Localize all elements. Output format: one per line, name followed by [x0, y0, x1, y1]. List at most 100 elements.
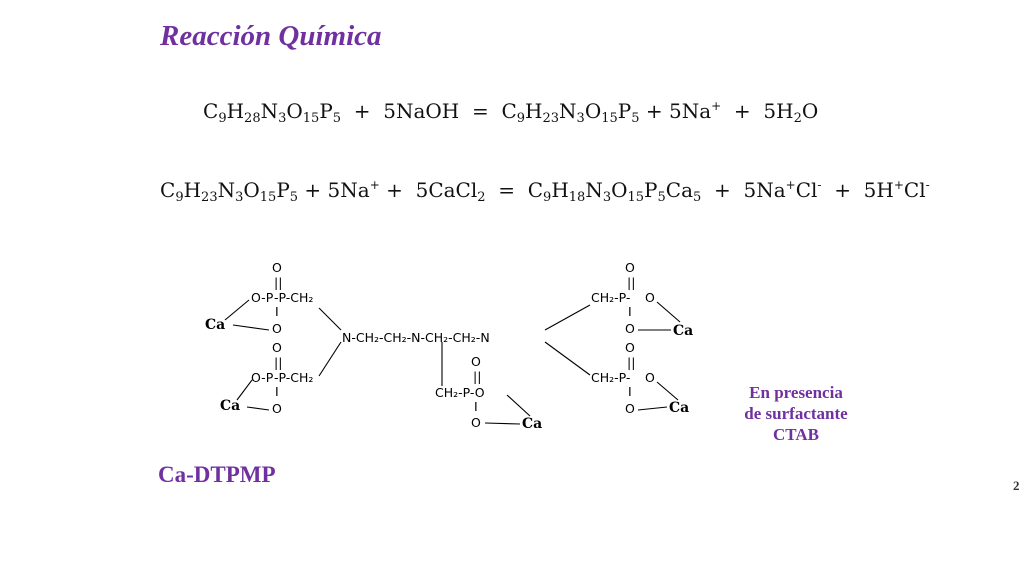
atom-o: O [625, 340, 635, 355]
formula-token: H [551, 178, 569, 202]
bond-line [544, 304, 591, 331]
formula-token: P [617, 99, 632, 123]
formula-token: 3 [278, 111, 287, 126]
formula-token: 5 [332, 111, 342, 126]
formula-token: O [801, 99, 819, 123]
atom-o-p: O-P [251, 290, 274, 305]
single-bond: I [275, 304, 279, 319]
formula-token: P [319, 99, 333, 123]
group-p-ch2: -P-CH₂ [274, 370, 313, 385]
atom-o: O [625, 401, 635, 416]
formula-token: H [183, 178, 202, 202]
atom-o: O [272, 260, 282, 275]
group-ch2-p: CH₂-P- [591, 290, 630, 305]
formula-token: 23 [542, 111, 560, 126]
slide-title: Reacción Química [160, 20, 382, 52]
single-bond: I [628, 384, 632, 399]
formula-token: 15 [601, 111, 618, 126]
formula-token: 3 [576, 111, 585, 126]
formula-token: + [785, 178, 796, 192]
atom-o: O [645, 370, 655, 385]
atom-o: O [471, 354, 481, 369]
formula-token: 28 [244, 111, 261, 126]
formula-token: + 5Na [639, 99, 712, 123]
formula-token: C [203, 99, 219, 123]
formula-token: Cl [795, 178, 818, 202]
atom-o-p: O-P [251, 370, 274, 385]
formula-token: - [817, 178, 822, 192]
formula-token: 15 [259, 190, 277, 205]
formula-token: N [559, 99, 577, 123]
formula-token: 23 [201, 190, 218, 205]
formula-token: 5 [289, 190, 299, 205]
compound-name: Ca-DTPMP [158, 462, 276, 487]
note-line: de surfactante [744, 404, 848, 423]
bond-line [656, 381, 679, 401]
formula-token: N [585, 178, 603, 202]
note-line: CTAB [773, 425, 819, 444]
atom-o: O [272, 321, 282, 336]
bond-line [506, 394, 531, 417]
surfactant-note: En presencia de surfactante CTAB [724, 382, 868, 445]
bond-line [544, 341, 591, 376]
formula-token: 9 [218, 111, 227, 126]
atom-o: O [645, 290, 655, 305]
formula-token: + 5H [721, 99, 794, 123]
formula-token: O [286, 99, 303, 123]
formula-token: O [584, 99, 602, 123]
formula-token: O [611, 178, 628, 202]
bond-line [637, 406, 668, 411]
formula-token: P [644, 178, 658, 202]
reaction-equation-1: C9H28N3O15P5 + 5NaOH = C9H23N3O15P5 + 5N… [203, 99, 819, 126]
formula-token: 2 [477, 190, 486, 205]
bond-line [318, 341, 342, 377]
bond-line [484, 422, 521, 425]
formula-token: + 5Na [701, 178, 786, 202]
bond-line [246, 406, 270, 411]
calcium-atom: Ca [669, 400, 689, 416]
formula-token: H [525, 99, 543, 123]
formula-token: 3 [602, 190, 612, 205]
backbone-chain: N-CH₂-CH₂-N-CH₂-CH₂-N [342, 330, 490, 345]
formula-token: + [711, 99, 722, 113]
double-bond: || [473, 369, 481, 384]
calcium-atom: Ca [673, 323, 693, 339]
formula-token: 2 [793, 111, 802, 126]
double-bond: || [274, 355, 282, 370]
atom-o: O [471, 415, 481, 430]
calcium-atom: Ca [522, 416, 542, 432]
group-ch2-p-o: CH₂-P-O [435, 385, 485, 400]
calcium-atom: Ca [205, 317, 225, 333]
formula-token: + [893, 178, 904, 192]
group-p-ch2: -P-CH₂ [274, 290, 313, 305]
formula-token: + 5H [821, 178, 894, 202]
bond-line [318, 307, 342, 331]
atom-o: O [625, 260, 635, 275]
formula-token: 5 [693, 190, 702, 205]
formula-token: N [217, 178, 236, 202]
calcium-atom: Ca [220, 398, 240, 414]
formula-token: 9 [175, 190, 184, 205]
bond-line [232, 324, 270, 331]
formula-token: + 5CaCl [379, 178, 478, 202]
formula-token: P [276, 178, 290, 202]
formula-token: Ca [665, 178, 694, 202]
formula-token: + [369, 178, 380, 192]
formula-token: 15 [627, 190, 645, 205]
ca-dtpmp-structure: O || O-P -P-CH₂ I O Ca O || O-P -P-CH₂ I… [205, 260, 693, 432]
formula-token: Cl [903, 178, 926, 202]
formula-token: 15 [302, 111, 320, 126]
bond-line [236, 379, 253, 401]
double-bond: || [627, 275, 635, 290]
single-bond: I [628, 304, 632, 319]
formula-token: = C [485, 178, 544, 202]
bond-line [224, 299, 250, 321]
bond-line [656, 301, 681, 323]
formula-token: 5 [657, 190, 666, 205]
formula-token: + 5Na [298, 178, 370, 202]
formula-token: 9 [543, 190, 552, 205]
single-bond: I [275, 384, 279, 399]
formula-token: H [226, 99, 245, 123]
atom-o: O [625, 321, 635, 336]
group-ch2-p: CH₂-P- [591, 370, 630, 385]
